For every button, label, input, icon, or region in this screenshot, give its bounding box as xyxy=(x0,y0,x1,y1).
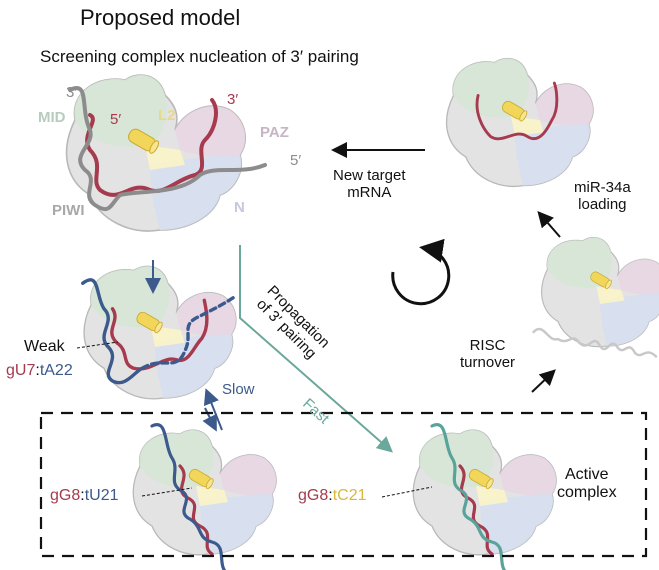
turnover-line-1: RISC xyxy=(469,337,506,354)
right-pair-target: tC21 xyxy=(332,487,367,504)
guide-5-prime-label: 5′ xyxy=(110,111,122,128)
loading-line-1: miR-34a xyxy=(574,179,631,196)
weak-pair-guide: gU7 xyxy=(6,362,36,379)
slow-arrow-up xyxy=(203,388,223,431)
cycle-arrow xyxy=(391,238,451,306)
weak-label: Weak xyxy=(24,338,65,355)
slow-arrow-down xyxy=(202,407,217,432)
turnover-line-2: turnover xyxy=(460,353,516,371)
loaded-risc xyxy=(445,57,594,188)
fast-arrow xyxy=(239,245,394,453)
left-pair-guide: gG8 xyxy=(50,487,81,504)
target-rna-strand xyxy=(68,86,267,212)
active-complex-fast xyxy=(412,423,557,570)
right-pair-leader xyxy=(381,486,433,498)
loading-arrow xyxy=(537,210,561,238)
loading-line-2: loading xyxy=(578,195,627,213)
left-pair-leader xyxy=(141,487,193,497)
turnover-arrow xyxy=(531,369,556,393)
weak-pair-target: tA22 xyxy=(39,362,73,379)
weak-pair-label: gU7:tA22 xyxy=(6,362,73,380)
weak-pair-sep: : xyxy=(35,362,40,379)
weak-complex xyxy=(81,265,238,400)
guide-3-prime-label: 3′ xyxy=(227,91,239,108)
domain-label-mid: MID xyxy=(38,109,66,126)
right-pair-label: gG8:tC21 xyxy=(298,487,367,505)
figure-title: Proposed model xyxy=(80,5,241,30)
weak-pair-leader xyxy=(76,341,119,349)
figure-subtitle: Screening complex nucleation of 3′ pairi… xyxy=(40,47,359,66)
left-pair-label: gG8:tU21 xyxy=(50,487,119,505)
active-complex-slow xyxy=(132,423,277,570)
left-pair-target: tU21 xyxy=(84,487,119,504)
slow-label: Slow xyxy=(222,381,255,398)
target-3-prime-label: 3′ xyxy=(66,84,78,101)
screening-complex xyxy=(65,74,267,232)
left-pair-sep: : xyxy=(80,487,85,504)
target-5-prime-label: 5′ xyxy=(290,152,302,169)
domain-label-paz: PAZ xyxy=(260,124,289,141)
loading-label: miR-34a loading xyxy=(574,179,631,213)
domain-label-piwi: PIWI xyxy=(52,202,85,219)
turnover-complex xyxy=(532,236,659,358)
turnover-label: RISC turnover xyxy=(460,337,516,371)
active-complex-box xyxy=(39,411,648,558)
active-label-line-1: Active xyxy=(565,466,609,483)
new-target-line-1: New target xyxy=(333,167,406,184)
active-complex-label: Active complex xyxy=(557,466,617,501)
right-pair-guide: gG8 xyxy=(298,487,329,504)
active-label-line-2: complex xyxy=(557,483,617,501)
right-pair-sep: : xyxy=(328,487,333,504)
new-target-label: New target mRNA xyxy=(333,167,406,201)
domain-label-n: N xyxy=(234,199,245,216)
new-target-line-2: mRNA xyxy=(347,183,392,201)
domain-label-l2: L2 xyxy=(158,107,176,124)
